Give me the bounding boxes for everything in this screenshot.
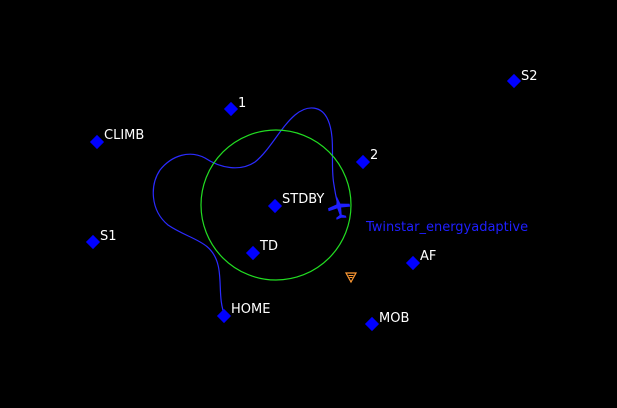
waypoint-label-STDBY: STDBY [282, 192, 324, 207]
waypoint-marker-icon [223, 101, 239, 117]
target-marker [344, 272, 358, 284]
aircraft-label: Twinstar_energyadaptive [365, 220, 528, 235]
waypoint-marker-icon [216, 308, 232, 324]
waypoint-marker-icon [355, 154, 371, 170]
standby-circle [200, 129, 352, 281]
waypoint-MOB[interactable]: MOB [364, 311, 409, 332]
waypoint-marker-icon [405, 255, 421, 271]
waypoint-label-HOME: HOME [231, 302, 270, 317]
waypoint-marker-icon [364, 316, 380, 332]
waypoint-marker-icon [85, 234, 101, 250]
waypoint-marker-icon [245, 245, 261, 261]
waypoint-S2[interactable]: S2 [506, 69, 538, 89]
waypoint-label-1: 1 [238, 96, 246, 111]
waypoint-label-MOB: MOB [379, 311, 409, 326]
waypoint-marker-icon [267, 198, 283, 214]
waypoint-label-S2: S2 [521, 69, 538, 84]
flight-track [152, 107, 341, 317]
waypoint-label-S1: S1 [100, 229, 117, 244]
waypoint-label-AF: AF [420, 249, 436, 264]
waypoint-CLIMB[interactable]: CLIMB [89, 128, 144, 150]
waypoint-marker-icon [506, 73, 522, 89]
waypoint-2[interactable]: 2 [355, 148, 378, 170]
aircraft-icon [328, 196, 351, 220]
waypoint-TD[interactable]: TD [245, 239, 278, 261]
waypoint-HOME[interactable]: HOME [216, 302, 271, 324]
waypoint-label-CLIMB: CLIMB [104, 128, 144, 143]
waypoint-label-2: 2 [370, 148, 378, 163]
target-triangle-icon [344, 272, 358, 284]
target-hatch-icon [348, 275, 354, 278]
waypoint-marker-icon [89, 134, 105, 150]
waypoint-1[interactable]: 1 [223, 96, 246, 117]
waypoint-AF[interactable]: AF [405, 249, 436, 271]
waypoint-STDBY[interactable]: STDBY [267, 192, 324, 214]
waypoint-S1[interactable]: S1 [85, 229, 117, 250]
aircraft[interactable]: Twinstar_energyadaptive [326, 194, 528, 235]
waypoint-label-TD: TD [259, 239, 278, 254]
